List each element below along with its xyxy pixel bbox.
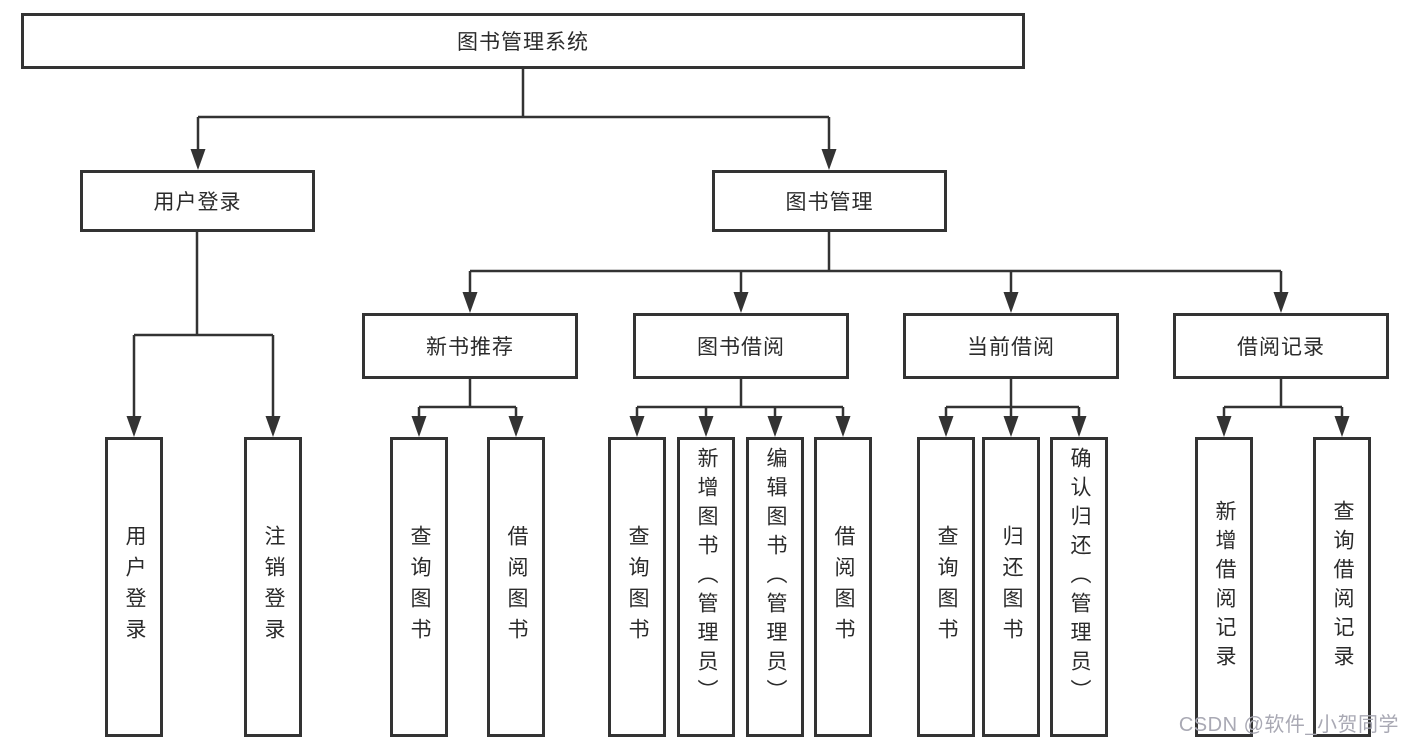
leaf-borrow-books-borrow: 借阅图书 (814, 437, 872, 737)
connector-book-borrow-children (635, 379, 845, 420)
arrowhead-icon (1273, 292, 1289, 313)
node-book-borrow: 图书借阅 (633, 313, 849, 379)
leaf-edit-books-admin: 编辑图书（管理员） (746, 437, 804, 737)
connector-root-to-level2 (196, 69, 831, 152)
arrowhead-icon (1071, 416, 1087, 437)
leaf-query-books-current: 查询图书 (917, 437, 975, 737)
leaf-query-books-borrow: 查询图书 (608, 437, 666, 737)
arrowhead-icon (835, 416, 851, 437)
node-current-borrow: 当前借阅 (903, 313, 1119, 379)
node-book-management: 图书管理 (712, 170, 947, 232)
leaf-add-books-admin: 新增图书（管理员） (677, 437, 735, 737)
arrowhead-icon (629, 416, 645, 437)
leaf-add-borrow-record: 新增借阅记录 (1195, 437, 1253, 737)
leaf-confirm-return-admin: 确认归还（管理员） (1050, 437, 1108, 737)
leaf-query-borrow-record: 查询借阅记录 (1313, 437, 1371, 737)
node-system-root: 图书管理系统 (21, 13, 1025, 69)
node-new-book-recommend: 新书推荐 (362, 313, 578, 379)
arrowhead-icon (767, 416, 783, 437)
leaf-return-books: 归还图书 (982, 437, 1040, 737)
arrowhead-icon (1003, 416, 1019, 437)
arrowhead-icon (938, 416, 954, 437)
arrowhead-icon (1003, 292, 1019, 313)
arrowhead-icon (698, 416, 714, 437)
arrowhead-icon (265, 416, 281, 437)
arrowhead-icon (126, 416, 142, 437)
leaf-user-login: 用户登录 (105, 437, 163, 737)
leaf-borrow-books-recommend: 借阅图书 (487, 437, 545, 737)
arrowhead-icon (190, 149, 206, 170)
csdn-watermark: CSDN @软件_小贺同学 (1178, 714, 1399, 736)
leaf-query-books-recommend: 查询图书 (390, 437, 448, 737)
arrowhead-icon (411, 416, 427, 437)
arrowhead-icon (821, 149, 837, 170)
connector-book-management-children (468, 232, 1283, 296)
arrowhead-icon (733, 292, 749, 313)
connector-user-login-children (132, 232, 275, 420)
arrowhead-icon (1334, 416, 1350, 437)
arrowhead-icon (1216, 416, 1232, 437)
arrowhead-icon (508, 416, 524, 437)
leaf-logout-login: 注销登录 (244, 437, 302, 737)
node-user-login: 用户登录 (80, 170, 315, 232)
connector-current-borrow-children (944, 379, 1081, 420)
connector-new-book-recommend-children (417, 379, 518, 420)
node-borrow-records: 借阅记录 (1173, 313, 1389, 379)
connector-borrow-records-children (1222, 379, 1344, 420)
arrowhead-icon (462, 292, 478, 313)
